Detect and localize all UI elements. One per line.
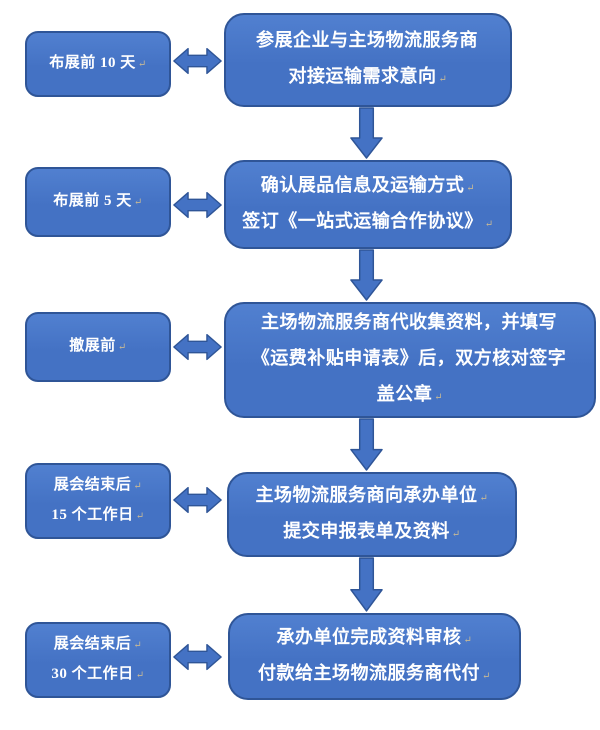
process-step-box-3: 主场物流服务商代收集资料，并填写 《运费补贴申请表》后，双方核对签字 盖公章↵: [224, 302, 596, 418]
step-line: 参展企业与主场物流服务商: [256, 24, 480, 60]
label-line: 展会结束后↵: [54, 630, 142, 660]
step-line: 承办单位完成资料审核↵: [277, 621, 473, 657]
step-line: 签订《一站式运输合作协议》↵: [242, 205, 493, 241]
down-arrow-icon-1: [349, 107, 384, 160]
step-line: 付款给主场物流服务商代付↵: [258, 657, 491, 693]
timeline-label-box-2: 布展前 5 天↵: [25, 167, 171, 237]
step-line: 对接运输需求意向↵: [289, 60, 448, 96]
step-text: 确认展品信息及运输方式: [260, 174, 465, 195]
return-mark-icon: ↵: [434, 392, 444, 403]
return-mark-icon: ↵: [137, 59, 147, 70]
step-line: 主场物流服务商向承办单位↵: [256, 479, 489, 515]
label-text: 30 个工作日: [51, 666, 134, 682]
double-arrow-icon-5: [172, 638, 223, 676]
label-line: 展会结束后↵: [54, 471, 142, 501]
label-text: 15 个工作日: [51, 507, 134, 523]
step-text: 主场物流服务商向承办单位: [255, 484, 478, 505]
step-text: 盖公章: [376, 384, 433, 404]
process-step-box-2: 确认展品信息及运输方式↵ 签订《一站式运输合作协议》↵: [224, 160, 512, 249]
label-text: 布展前 5 天: [53, 193, 132, 209]
step-text: 主场物流服务商代收集资料，并填写: [261, 312, 557, 332]
step-line: 提交申报表单及资料↵: [283, 515, 460, 551]
label-text: 撤展前: [69, 338, 116, 354]
down-arrow-icon-3: [349, 418, 384, 472]
step-line: 《运费补贴申请表》后，双方核对签字: [252, 342, 569, 378]
process-step-box-1: 参展企业与主场物流服务商 对接运输需求意向↵: [224, 13, 512, 107]
return-mark-icon: ↵: [463, 634, 473, 646]
return-mark-icon: ↵: [133, 481, 143, 492]
timeline-label-box-5: 展会结束后↵ 30 个工作日↵: [25, 622, 171, 698]
return-mark-icon: ↵: [484, 218, 494, 230]
return-mark-icon: ↵: [133, 197, 143, 208]
step-line: 确认展品信息及运输方式↵: [261, 169, 475, 205]
return-mark-icon: ↵: [135, 511, 145, 522]
label-line: 15 个工作日↵: [51, 501, 144, 531]
step-text: 付款给主场物流服务商代付: [258, 662, 481, 683]
process-step-box-4: 主场物流服务商向承办单位↵ 提交申报表单及资料↵: [227, 472, 517, 557]
process-step-box-5: 承办单位完成资料审核↵ 付款给主场物流服务商代付↵: [228, 613, 521, 700]
step-text: 《运费补贴申请表》后，双方核对签字: [251, 348, 567, 368]
step-text: 提交申报表单及资料: [283, 520, 450, 541]
step-text: 对接运输需求意向: [288, 66, 437, 86]
timeline-label-box-4: 展会结束后↵ 15 个工作日↵: [25, 463, 171, 539]
step-text: 签订《一站式运输合作协议》: [242, 210, 483, 231]
step-text: 承办单位完成资料审核: [276, 626, 462, 647]
label-line: 布展前 5 天↵: [53, 187, 142, 217]
return-mark-icon: ↵: [451, 528, 461, 540]
label-line: 布展前 10 天↵: [49, 49, 146, 79]
double-arrow-icon-4: [172, 481, 223, 519]
timeline-label-box-3: 撤展前↵: [25, 312, 171, 382]
double-arrow-icon-2: [172, 186, 223, 224]
timeline-label-box-1: 布展前 10 天↵: [25, 31, 171, 97]
label-text: 展会结束后: [53, 477, 132, 493]
down-arrow-icon-2: [349, 249, 384, 302]
step-text: 参展企业与主场物流服务商: [256, 30, 478, 50]
down-arrow-icon-4: [349, 557, 384, 613]
step-line: 盖公章↵: [377, 378, 443, 414]
return-mark-icon: ↵: [117, 342, 127, 353]
step-line: 主场物流服务商代收集资料，并填写: [261, 306, 559, 342]
label-line: 30 个工作日↵: [51, 660, 144, 690]
label-text: 展会结束后: [53, 636, 132, 652]
return-mark-icon: ↵: [438, 74, 448, 85]
return-mark-icon: ↵: [479, 492, 489, 504]
return-mark-icon: ↵: [135, 670, 145, 681]
double-arrow-icon-3: [172, 328, 223, 366]
label-line: 撤展前↵: [69, 332, 126, 362]
label-text: 布展前 10 天: [49, 55, 136, 71]
return-mark-icon: ↵: [133, 640, 143, 651]
return-mark-icon: ↵: [466, 182, 476, 194]
double-arrow-icon-1: [172, 42, 223, 80]
return-mark-icon: ↵: [482, 670, 491, 682]
